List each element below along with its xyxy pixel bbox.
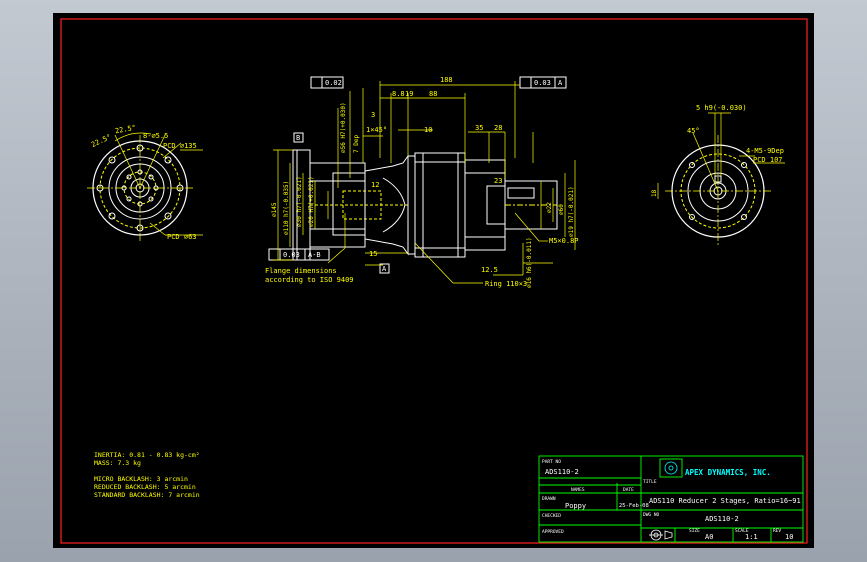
dim-56-bore: ⌀56 H7(+0.030) — [340, 102, 347, 153]
flatness-top-value: 0.02 — [325, 79, 342, 87]
part-no-value: ADS110-2 — [545, 468, 579, 476]
flatness-frame-top — [310, 76, 344, 89]
title-block-grid — [538, 455, 804, 543]
key-height-label: 18 — [651, 189, 658, 197]
dim-20: ⌀20 H7(+0.021) — [308, 176, 315, 227]
dim-110: ⌀110 h7(-0.035) — [283, 181, 290, 235]
rev-label: REV — [773, 528, 781, 534]
cad-drawing: 22.5° 22.5° 8-⌀5.5 PCD ⌀135 PCD ⌀63 — [60, 18, 808, 544]
company-name: APEX DYNAMICS, INC. — [685, 468, 771, 477]
bolt-holes-label: 8-⌀5.5 — [143, 132, 168, 140]
dwg-no-value: ADS110-2 — [705, 515, 739, 523]
depth-7-label: 7 Dep — [353, 135, 360, 153]
dim-19-shaft: ⌀19 h7(-0.021) — [568, 186, 575, 237]
approved-label: APPROVED — [542, 529, 564, 535]
company-logo-icon — [664, 461, 678, 475]
dim-22: ⌀22 — [546, 202, 553, 213]
pcd-63-label: PCD ⌀63 — [167, 233, 197, 241]
drawn-label: DRAWN — [542, 496, 556, 502]
dim-10: 10 — [424, 126, 432, 134]
date-label: DATE — [623, 487, 634, 493]
size-value: A0 — [705, 533, 713, 541]
scale-value: 1:1 — [745, 533, 758, 541]
dwg-no-label: DWG NO — [643, 512, 660, 518]
front-view-right-centerlines — [657, 112, 785, 245]
dim-35: 35 — [475, 124, 483, 132]
dim-12: 12 — [371, 181, 379, 189]
key-width-label: 5 h9(-0.030) — [696, 104, 747, 112]
drawing-border — [60, 18, 808, 544]
side-view-dimensions — [273, 81, 576, 284]
dim-12-5: 12.5 — [481, 266, 498, 274]
dim-188: 188 — [440, 76, 453, 84]
datum-a-label: A — [382, 265, 387, 273]
dim-8-8: 8.8 — [392, 90, 405, 98]
dim-88: 88 — [429, 90, 437, 98]
flatness-frame-left — [268, 248, 330, 261]
drawing-canvas: 22.5° 22.5° 8-⌀5.5 PCD ⌀135 PCD ⌀63 — [53, 13, 814, 548]
part-no-label: PART NO — [542, 459, 561, 465]
dim-3: 3 — [371, 111, 375, 119]
projection-symbol-icon — [649, 529, 673, 541]
ring-label: Ring 110×3 — [485, 280, 527, 288]
pcd-135-label: PCD ⌀135 — [163, 142, 197, 150]
scale-label: SCALE — [735, 528, 749, 534]
pcd-107-label: PCD 107 — [753, 156, 783, 164]
angle-45-label: 45° — [687, 127, 700, 135]
dim-60: ⌀60 — [558, 204, 565, 215]
spec-micro-backlash: MICRO BACKLASH: 3 arcmin — [94, 475, 188, 483]
flatness-frame-right — [519, 76, 567, 89]
flatness-left-value: 0.03 — [283, 251, 300, 259]
front-view-left-centerlines — [87, 132, 203, 241]
flatness-right-value: 0.03 — [534, 79, 551, 87]
datum-b-box — [293, 132, 304, 143]
drawn-date: 25-Feb-08 — [619, 503, 649, 509]
dim-145: ⌀145 — [271, 202, 278, 217]
dim-16: ⌀16 h6(-0.011) — [526, 237, 533, 288]
spec-reduced-backlash: REDUCED BACKLASH: 5 arcmin — [94, 483, 196, 491]
checked-label: CHECKED — [542, 513, 561, 519]
flatness-right-datum: A — [558, 79, 563, 87]
spec-mass: MASS: 7.3 kg — [94, 459, 141, 467]
title-value: ADS110 Reducer 2 Stages, Ratio=16~91 — [649, 497, 801, 505]
flange-note-line1: Flange dimensions — [265, 267, 337, 275]
threads-label: 4-M5-9Dep — [746, 147, 784, 155]
flatness-left-datum: A-B — [308, 251, 321, 259]
size-label: SIZE — [689, 528, 700, 534]
rev-value: 10 — [785, 533, 793, 541]
datum-a-box — [379, 263, 390, 274]
chamfer-label: 1×45° — [366, 126, 387, 134]
side-view-geometry — [292, 149, 558, 261]
angle-b-label: 22.5° — [114, 124, 136, 136]
dim-23: 23 — [494, 177, 502, 185]
names-label: NAMES — [571, 487, 585, 493]
thread-label: M5×0.8P — [549, 237, 579, 245]
dim-15: 15 — [369, 250, 377, 258]
spec-inertia: INERTIA: 0.81 - 0.83 kg-cm² — [94, 451, 200, 459]
datum-b-label: B — [296, 134, 300, 142]
dim-19: 19 — [405, 90, 413, 98]
drawn-name: Poppy — [565, 502, 586, 510]
spec-standard-backlash: STANDARD BACKLASH: 7 arcmin — [94, 491, 200, 499]
flange-note-line2: according to ISO 9409 — [265, 276, 354, 284]
dim-30: ⌀30 h7(-0.021) — [296, 176, 303, 227]
dim-28: 28 — [494, 124, 502, 132]
angle-a-label: 22.5° — [90, 133, 112, 149]
title-label: TITLE — [643, 479, 657, 485]
